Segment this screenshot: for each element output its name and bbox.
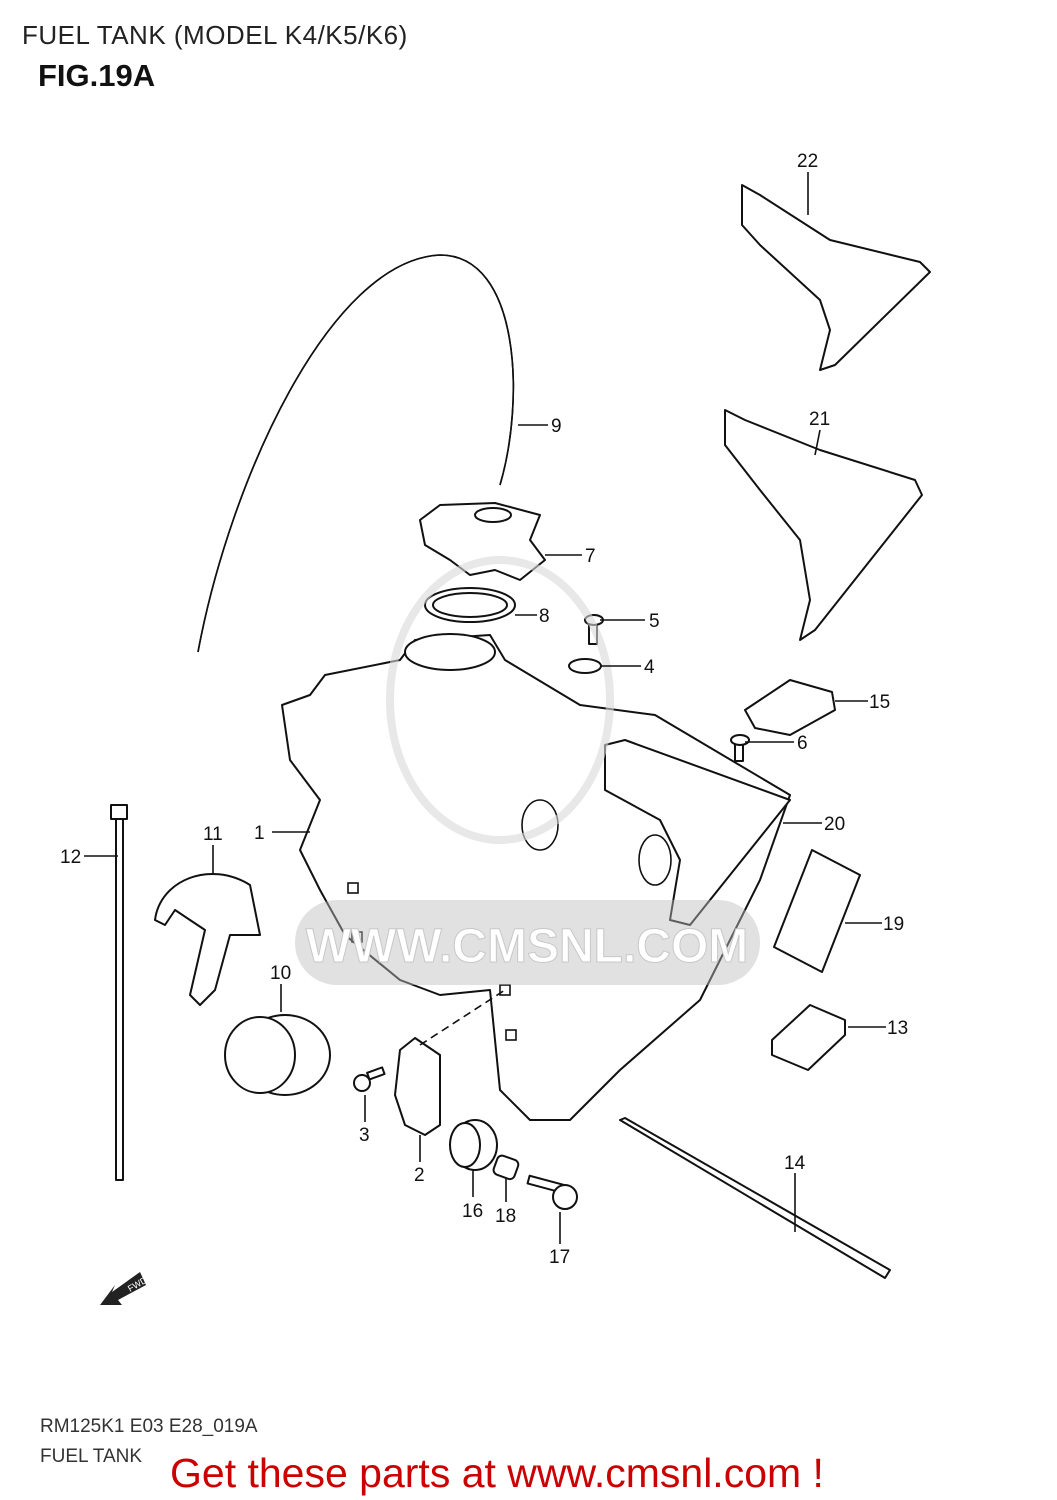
callout-6[interactable]: 6 (797, 733, 808, 754)
watermark-text: WWW.CMSNL.COM (306, 920, 749, 973)
callout-22[interactable]: 22 (797, 151, 818, 172)
callout-8[interactable]: 8 (539, 606, 550, 627)
part-16-grommet[interactable] (449, 1119, 498, 1171)
part-17-bolt[interactable] (526, 1174, 578, 1210)
watermark: WWW.CMSNL.COM (295, 556, 760, 985)
part-15-band[interactable] (744, 679, 836, 736)
fwd-label: FWD (126, 1275, 149, 1294)
fwd-arrow-icon: FWD (100, 1272, 149, 1305)
callout-14[interactable]: 14 (784, 1153, 806, 1174)
part-10-cushion[interactable] (224, 1014, 331, 1096)
callout-1[interactable]: 1 (254, 823, 265, 844)
part-13-cushion[interactable] (771, 1004, 846, 1071)
part-18-collar[interactable] (492, 1154, 520, 1181)
callout-13[interactable]: 13 (887, 1018, 908, 1039)
callout-4[interactable]: 4 (644, 657, 655, 678)
diagram-name: FUEL TANK (40, 1446, 143, 1467)
callouts: 22 21 9 7 8 5 4 15 6 20 1 11 12 19 10 13… (60, 151, 908, 1268)
part-21-cover[interactable] (724, 409, 923, 641)
diagram-title: FUEL TANK (MODEL K4/K5/K6) (22, 20, 408, 50)
callout-19[interactable]: 19 (883, 914, 904, 935)
part-19-seal[interactable] (773, 849, 861, 973)
part-3-screw[interactable] (353, 1066, 386, 1092)
callout-21[interactable]: 21 (809, 409, 830, 430)
callout-20[interactable]: 20 (824, 814, 845, 835)
part-22-cover[interactable] (741, 184, 931, 371)
part-11-protector[interactable] (154, 873, 261, 1006)
callout-17[interactable]: 17 (549, 1247, 570, 1268)
part-12-cable-tie[interactable] (110, 804, 128, 1181)
callout-10[interactable]: 10 (270, 963, 291, 984)
part-20-cushion[interactable] (604, 739, 791, 926)
callout-18[interactable]: 18 (495, 1206, 516, 1227)
callout-12[interactable]: 12 (60, 847, 81, 868)
callout-9[interactable]: 9 (551, 416, 562, 437)
part-4-cushion[interactable] (568, 658, 602, 674)
part-2-bracket[interactable] (394, 1037, 441, 1136)
callout-16[interactable]: 16 (462, 1201, 483, 1222)
callout-2[interactable]: 2 (414, 1165, 425, 1186)
diagram-code: RM125K1 E03 E28_019A (40, 1416, 258, 1437)
callout-5[interactable]: 5 (649, 611, 660, 632)
callout-3[interactable]: 3 (359, 1125, 370, 1146)
part-6-bolt[interactable] (730, 734, 750, 762)
part-14-cable-tie[interactable] (619, 1117, 891, 1279)
promo-link[interactable]: Get these parts at www.cmsnl.com ! (170, 1450, 824, 1496)
callout-11[interactable]: 11 (203, 824, 223, 845)
leader-lines (84, 172, 886, 1244)
figure-number: FIG.19A (38, 58, 156, 93)
callout-15[interactable]: 15 (869, 692, 890, 713)
callout-7[interactable]: 7 (585, 546, 596, 567)
